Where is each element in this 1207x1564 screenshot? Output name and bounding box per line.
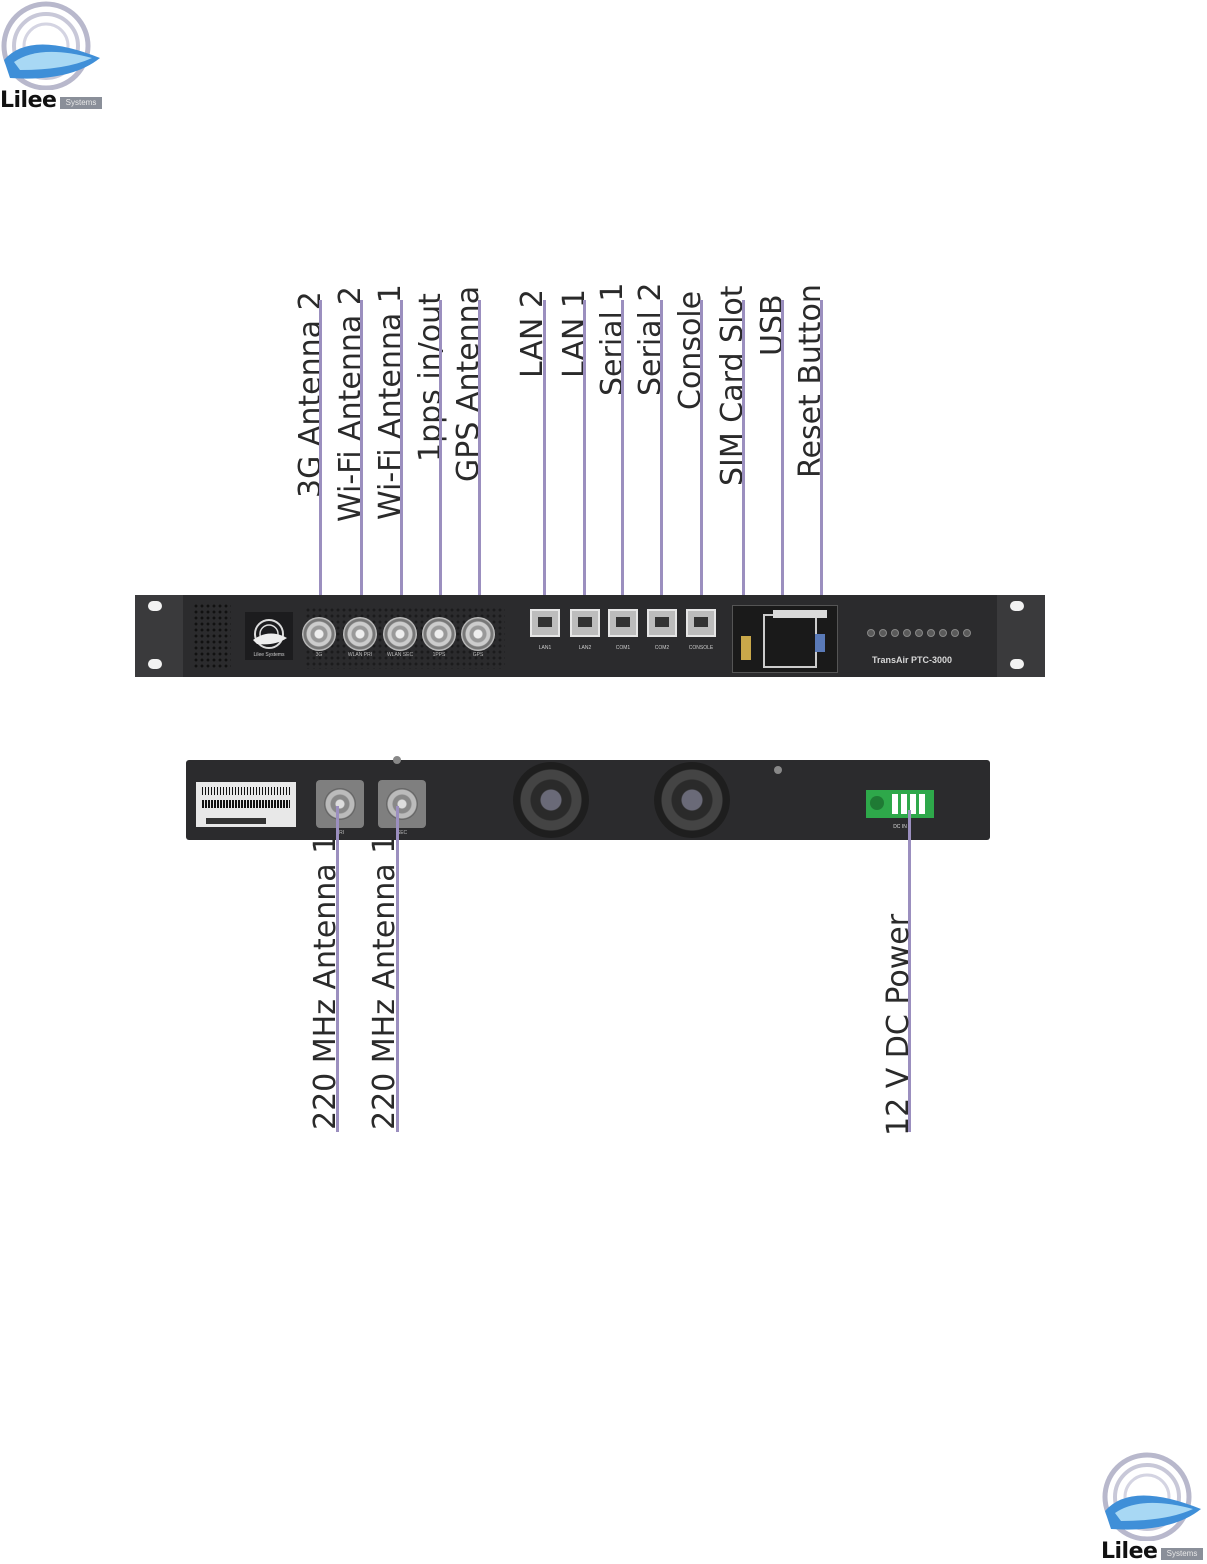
serial-label-sticker: [196, 782, 296, 827]
port-console: [686, 609, 716, 637]
leader-line: [781, 300, 784, 652]
rear-panel: PRI SEC DC IN: [186, 756, 990, 840]
leader-line: [660, 300, 663, 612]
leader-line: [478, 300, 481, 620]
port-label: CONSOLE: [688, 645, 714, 651]
status-led: [903, 629, 911, 637]
vendor-logo-tile: [245, 612, 293, 660]
port-lan1: [530, 609, 560, 637]
logo-brand-text: Lilee: [0, 88, 57, 113]
chassis-screw: [393, 756, 401, 764]
status-led: [963, 629, 971, 637]
lilee-emblem-icon: [1, 1, 100, 90]
leader-line: [621, 300, 624, 612]
port-com1: [608, 609, 638, 637]
rack-ear-right: [997, 595, 1045, 677]
connector-label: 3G: [315, 652, 323, 658]
lilee-logo-top: Lilee Systems: [0, 0, 106, 112]
n-connector-pri: [316, 780, 364, 828]
leader-line: [336, 806, 339, 1132]
port-label: LAN1: [538, 645, 552, 651]
sim-usb-bay: [732, 605, 838, 673]
callout-220mhz-antenna-1-b: 220 MHz Antenna 1: [367, 834, 402, 1130]
model-name: TransAir PTC-3000: [872, 655, 953, 665]
callout-12v-dc-power: 12 V DC Power: [881, 913, 916, 1136]
power-label: DC IN: [893, 824, 907, 830]
leader-line: [700, 300, 703, 612]
leader-line: [583, 300, 586, 612]
logo-sub-text: Systems: [1161, 1548, 1203, 1560]
callout-serial-1: Serial 1: [595, 282, 630, 396]
connector-label: SEC: [396, 830, 408, 836]
leader-line: [742, 300, 745, 630]
leader-line: [439, 300, 442, 620]
vendor-tile-text: Lilee Systems: [253, 652, 285, 658]
logo-brand-text: Lilee: [1101, 1539, 1158, 1564]
antenna-connector-wlan-pri: [343, 617, 377, 651]
lilee-logo-bottom: Lilee Systems: [1101, 1451, 1207, 1563]
leader-line: [543, 300, 546, 612]
port-label: LAN2: [578, 645, 592, 651]
antenna-connector-gps: [461, 617, 495, 651]
front-panel: Lilee Systems 3G WLAN PRI WLAN SEC 1PPS …: [135, 595, 1045, 677]
callout-3g-antenna-2: 3G Antenna 2: [293, 291, 328, 498]
antenna-connector-1pps: [422, 617, 456, 651]
lilee-emblem-icon: [1102, 1452, 1201, 1541]
port-com2: [647, 609, 677, 637]
cooling-fan: [513, 762, 589, 838]
chassis-screw: [774, 766, 782, 774]
connector-label: 1PPS: [432, 652, 446, 658]
rack-ear-left: [135, 595, 183, 677]
dc-power-terminal: [866, 790, 934, 818]
status-led: [879, 629, 887, 637]
cooling-fan: [654, 762, 730, 838]
callout-usb: USB: [755, 294, 790, 356]
status-led: [915, 629, 923, 637]
leader-line: [319, 300, 322, 620]
port-lan2: [570, 609, 600, 637]
leader-line: [908, 810, 911, 1132]
vendor-emblem-icon: [253, 619, 287, 649]
leader-line: [400, 300, 403, 620]
logo-sub-text: Systems: [60, 97, 102, 109]
port-label: COM1: [615, 645, 631, 651]
connector-label: PRI: [335, 830, 345, 836]
leader-line: [820, 300, 823, 634]
port-label: COM2: [654, 645, 670, 651]
n-connector-sec: [378, 780, 426, 828]
connector-label: WLAN SEC: [386, 652, 414, 658]
callout-lan-1: LAN 1: [557, 289, 592, 378]
status-led: [867, 629, 875, 637]
status-led: [927, 629, 935, 637]
antenna-connector-3g: [302, 617, 336, 651]
status-led: [891, 629, 899, 637]
leader-line: [360, 300, 363, 620]
vent-grille: [193, 603, 231, 669]
antenna-connector-wlan-sec: [383, 617, 417, 651]
callout-220mhz-antenna-1: 220 MHz Antenna 1: [308, 834, 343, 1130]
callout-1pps: 1pps in/out: [413, 293, 448, 462]
status-led: [951, 629, 959, 637]
status-led: [939, 629, 947, 637]
leader-line: [396, 806, 399, 1132]
connector-label: GPS: [472, 652, 484, 658]
connector-label: WLAN PRI: [347, 652, 373, 658]
